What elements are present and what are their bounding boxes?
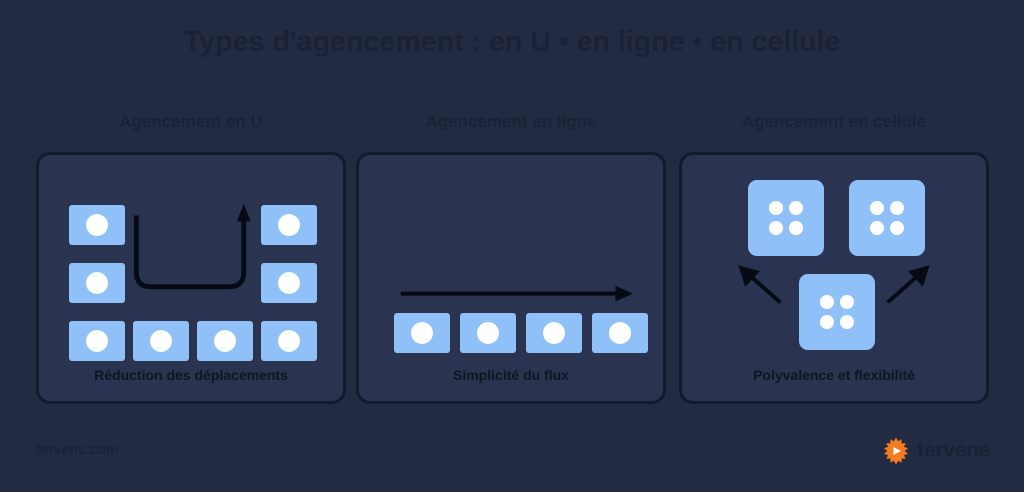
- cell-dots-icon: [769, 201, 803, 235]
- panel-u-shape: Réduction des déplacements: [36, 152, 346, 404]
- column-heading-line: Agencement en ligne: [425, 112, 597, 131]
- workstation-dot-icon: [411, 322, 433, 344]
- cell-dots-icon: [820, 295, 854, 329]
- workstation-card: [261, 205, 317, 245]
- panel-cell: Polyvalence et flexibilité: [679, 152, 989, 404]
- workstation-card: [261, 321, 317, 361]
- cell-card: [748, 180, 824, 256]
- workstation-dot-icon: [278, 272, 300, 294]
- cell-card: [799, 274, 875, 350]
- workstation-dot-icon: [86, 214, 108, 236]
- workstation-card: [69, 263, 125, 303]
- column-heading-u-shape: Agencement en U: [119, 112, 263, 131]
- workstation-card: [592, 313, 648, 353]
- column-heading-cell: Agencement en cellule: [741, 112, 927, 131]
- workstation-dot-icon: [86, 272, 108, 294]
- workstation-card: [69, 205, 125, 245]
- page-title: Types d'agencement : en U • en ligne • e…: [183, 26, 841, 58]
- tervene-logo[interactable]: tervene: [882, 437, 990, 465]
- workstation-dot-icon: [477, 322, 499, 344]
- tervene-logo-text: tervene: [917, 439, 990, 462]
- workstation-dot-icon: [86, 330, 108, 352]
- footer-url[interactable]: tervene.com: [36, 441, 119, 457]
- cell-dots-icon: [870, 201, 904, 235]
- workstation-dot-icon: [609, 322, 631, 344]
- workstation-card: [69, 321, 125, 361]
- workstation-card: [394, 313, 450, 353]
- workstation-dot-icon: [278, 214, 300, 236]
- flow-arrow-straight-icon: [400, 285, 634, 302]
- workstation-card: [526, 313, 582, 353]
- panel-line: Simplicité du flux: [356, 152, 666, 404]
- workstation-dot-icon: [543, 322, 565, 344]
- cell-card: [849, 180, 925, 256]
- workstation-dot-icon: [214, 330, 236, 352]
- workstation-dot-icon: [278, 330, 300, 352]
- panel-caption: Polyvalence et flexibilité: [753, 367, 915, 383]
- workstation-card: [261, 263, 317, 303]
- workstation-dot-icon: [150, 330, 172, 352]
- workstation-card: [197, 321, 253, 361]
- tervene-burst-play-icon: [882, 437, 910, 465]
- workstation-card: [133, 321, 189, 361]
- panel-caption: Simplicité du flux: [453, 367, 569, 383]
- workstation-card: [460, 313, 516, 353]
- panel-caption: Réduction des déplacements: [94, 367, 288, 383]
